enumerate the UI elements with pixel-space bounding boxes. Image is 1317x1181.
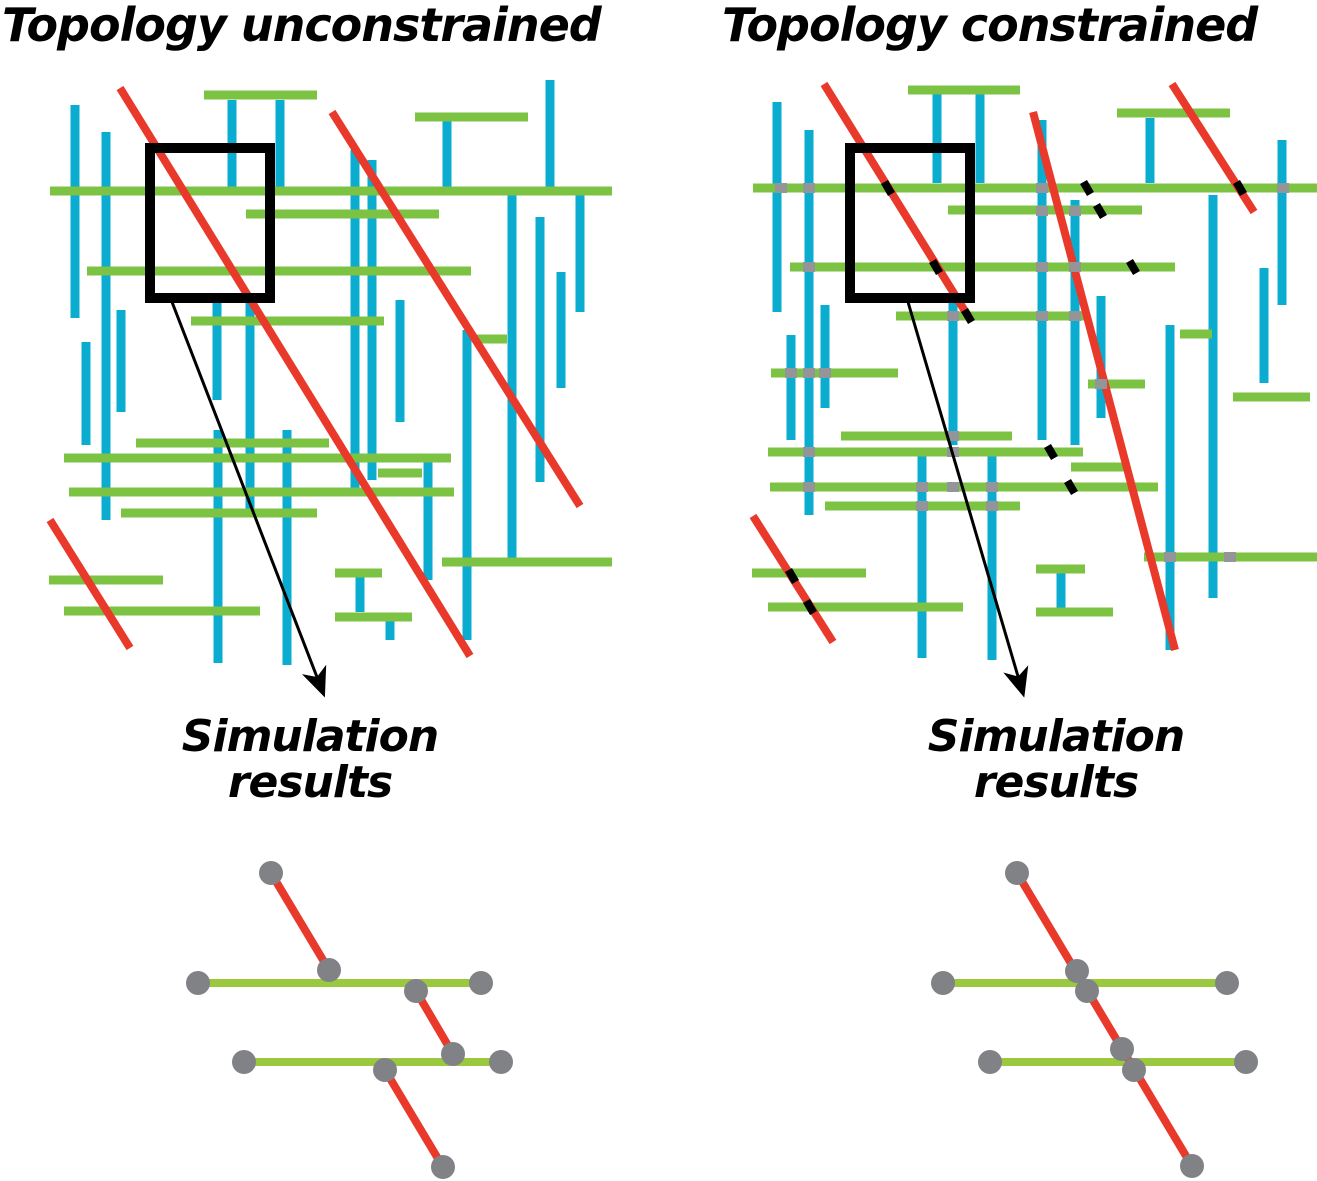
diagonal-fracture bbox=[46, 517, 134, 651]
result-node bbox=[1122, 1058, 1146, 1082]
result-node bbox=[1234, 1050, 1258, 1074]
intersection-node bbox=[1069, 311, 1081, 321]
intersection-node bbox=[803, 183, 815, 193]
caption-line-2: results bbox=[227, 757, 393, 808]
constrained-crossing-marker bbox=[1126, 258, 1140, 276]
diagonal-fracture bbox=[328, 109, 584, 509]
caption-simulation-results-right: Simulation results bbox=[896, 714, 1216, 806]
result-node bbox=[232, 1050, 256, 1074]
diagonal-fracture bbox=[116, 85, 474, 659]
result-node bbox=[1180, 1154, 1204, 1178]
result-node bbox=[259, 861, 283, 885]
result-node bbox=[469, 971, 493, 995]
intersection-node bbox=[785, 368, 797, 378]
intersection-node bbox=[1164, 552, 1176, 562]
intersection-node bbox=[1095, 379, 1107, 389]
intersection-node bbox=[819, 368, 831, 378]
result-node bbox=[489, 1050, 513, 1074]
intersection-node bbox=[775, 183, 787, 193]
title-topology-unconstrained: Topology unconstrained bbox=[2, 0, 602, 52]
intersection-node bbox=[1036, 206, 1048, 216]
constrained-crossing-marker bbox=[1044, 443, 1058, 461]
intersection-node bbox=[803, 368, 815, 378]
arrow-right-head bbox=[1003, 665, 1029, 698]
result-node bbox=[1005, 861, 1029, 885]
constrained-crossing-marker bbox=[961, 307, 975, 325]
intersection-node bbox=[947, 482, 959, 492]
intersection-node bbox=[916, 501, 928, 511]
result-node bbox=[404, 979, 428, 1003]
intersection-node bbox=[1277, 183, 1289, 193]
intersection-node bbox=[1036, 183, 1048, 193]
result-node bbox=[931, 971, 955, 995]
result-node bbox=[431, 1155, 455, 1179]
arrow-left bbox=[170, 301, 324, 691]
title-topology-constrained: Topology constrained bbox=[722, 0, 1258, 52]
caption-line-1: Simulation bbox=[181, 711, 439, 762]
arrow-right bbox=[906, 301, 1024, 691]
intersection-node bbox=[947, 431, 959, 441]
constrained-crossing-marker bbox=[1233, 179, 1247, 197]
arrow-left-head bbox=[301, 664, 327, 698]
result-diagonal-segment bbox=[1013, 870, 1196, 1169]
result-diagonal-segment bbox=[381, 1067, 447, 1170]
constrained-crossing-marker bbox=[785, 567, 799, 585]
intersection-node bbox=[1069, 262, 1081, 272]
intersection-node bbox=[1036, 311, 1048, 321]
intersection-node bbox=[916, 482, 928, 492]
result-node bbox=[186, 971, 210, 995]
result-node bbox=[978, 1050, 1002, 1074]
intersection-node bbox=[1069, 206, 1081, 216]
result-node bbox=[1110, 1037, 1134, 1061]
result-diagonal-segment bbox=[412, 988, 457, 1057]
result-node bbox=[317, 958, 341, 982]
result-node bbox=[441, 1042, 465, 1066]
intersection-node bbox=[803, 447, 815, 457]
caption-simulation-results-left: Simulation results bbox=[150, 714, 470, 806]
constrained-crossing-marker bbox=[1080, 179, 1094, 197]
constrained-crossing-marker bbox=[929, 258, 943, 276]
constrained-crossing-marker bbox=[803, 598, 817, 616]
intersection-node bbox=[803, 482, 815, 492]
intersection-node bbox=[1036, 262, 1048, 272]
caption-line-2: results bbox=[973, 757, 1139, 808]
constrained-crossing-marker bbox=[1064, 478, 1078, 496]
intersection-node bbox=[986, 501, 998, 511]
constrained-crossing-marker bbox=[881, 179, 895, 197]
intersection-node bbox=[1224, 552, 1236, 562]
result-node bbox=[1075, 979, 1099, 1003]
intersection-node bbox=[986, 482, 998, 492]
diagonal-fracture bbox=[820, 81, 972, 319]
result-node bbox=[1065, 959, 1089, 983]
zoom-box-right bbox=[845, 143, 975, 303]
constrained-crossing-marker bbox=[1093, 202, 1107, 220]
result-node bbox=[373, 1058, 397, 1082]
result-node bbox=[1215, 971, 1239, 995]
caption-line-1: Simulation bbox=[927, 711, 1185, 762]
intersection-node bbox=[803, 262, 815, 272]
zoom-box-left bbox=[145, 143, 275, 303]
intersection-node bbox=[947, 311, 959, 321]
result-diagonal-segment bbox=[267, 870, 333, 973]
